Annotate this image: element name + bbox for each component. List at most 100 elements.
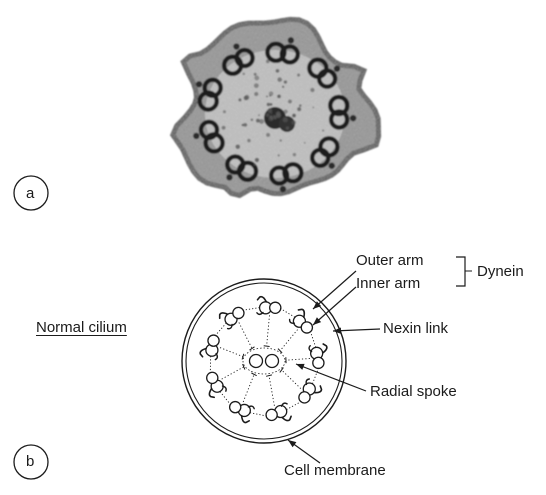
micrograph-speck — [238, 98, 241, 101]
micrograph-speck — [277, 113, 279, 115]
inner-dynein-arm — [309, 346, 312, 352]
micrograph-speck — [254, 83, 259, 88]
pointer-cell-membrane-head — [288, 440, 296, 447]
inner-dynein-arm — [257, 313, 263, 315]
radial-spoke — [267, 315, 270, 346]
radial-spoke — [243, 374, 254, 402]
micrograph-speck — [292, 114, 296, 118]
radial-spoke — [220, 348, 243, 357]
pointer-outer-arm — [313, 271, 356, 309]
micrograph-speck — [254, 76, 259, 81]
micrograph-speck — [322, 129, 324, 131]
micrograph-speck — [266, 113, 270, 117]
micrograph-speck — [273, 115, 275, 117]
micrograph-speck — [222, 126, 226, 130]
micrograph-speck — [299, 104, 302, 107]
micrograph-speck — [244, 96, 249, 101]
micrograph-speck — [278, 154, 280, 156]
micrograph-speck — [235, 144, 240, 149]
micrograph-speck — [254, 164, 256, 166]
micrograph-speck — [310, 88, 314, 92]
inner-dynein-arm — [282, 403, 288, 406]
outer-dynein-arm — [258, 297, 267, 302]
radial-spoke — [222, 367, 244, 379]
radial-spoke — [282, 370, 301, 389]
micrograph-speck — [293, 153, 296, 156]
pointer-radial-spoke-head — [296, 364, 305, 370]
panel-b-letter: b — [26, 454, 34, 469]
label-cell-membrane: Cell membrane — [284, 463, 386, 478]
spoke-head — [278, 349, 282, 353]
micrograph-arm — [288, 37, 294, 43]
dynein-bracket — [456, 257, 465, 286]
micrograph-speck — [277, 94, 281, 98]
label-nexin-link: Nexin link — [383, 321, 448, 336]
micrograph-speck — [258, 114, 260, 116]
micrograph-speck — [297, 74, 300, 77]
spoke-head — [264, 346, 270, 347]
micrograph-speck — [304, 142, 306, 144]
micrograph-speck — [266, 133, 270, 137]
cilium-schematic — [182, 279, 346, 443]
radial-spoke — [239, 323, 252, 349]
doublet-b-tubule — [266, 409, 277, 420]
micrograph-speck — [242, 72, 245, 75]
central-microtubule — [266, 355, 279, 368]
radial-spoke — [269, 376, 274, 406]
micrograph-speck — [267, 103, 270, 106]
label-radial-spoke: Radial spoke — [370, 384, 457, 399]
micrograph-speck — [223, 110, 226, 113]
micrograph-speck — [266, 60, 270, 64]
panel-a-letter: a — [26, 186, 34, 201]
caption-normal-cilium: Normal cilium — [36, 320, 127, 335]
micrograph-speck — [288, 100, 292, 104]
micrograph-speck — [267, 108, 272, 113]
micrograph-speck — [270, 117, 272, 119]
doublet-b-tubule — [230, 402, 241, 413]
micrograph-speck — [282, 86, 284, 88]
micrograph-speck — [259, 119, 264, 124]
micrograph-arm — [226, 174, 232, 180]
outer-dynein-arm — [200, 349, 206, 357]
micrograph-speck — [251, 119, 254, 122]
micrograph-speck — [277, 77, 282, 82]
label-dynein: Dynein — [477, 264, 524, 279]
micrograph-cross-section — [173, 19, 379, 195]
micrograph-speck — [269, 95, 271, 97]
micrograph-speck — [280, 139, 282, 141]
micrograph-speck — [283, 109, 287, 113]
radial-spoke — [280, 330, 298, 351]
radial-spoke — [286, 359, 310, 361]
micrograph-speck — [243, 123, 247, 127]
spoke-head — [266, 375, 272, 376]
micrograph-arm — [196, 81, 202, 87]
micrograph-arm — [233, 43, 239, 49]
micrograph-speck — [266, 95, 268, 97]
micrograph-speck — [247, 139, 251, 143]
nexin-link — [215, 321, 228, 336]
nexin-link — [310, 331, 316, 349]
micrograph-arm — [350, 115, 356, 121]
micrograph-speck — [286, 126, 289, 129]
micrograph-speck — [312, 107, 314, 109]
label-inner-arm: Inner arm — [356, 276, 420, 291]
micrograph-speck — [276, 69, 280, 73]
micrograph-speck — [283, 117, 288, 122]
label-outer-arm: Outer arm — [356, 253, 424, 268]
micrograph-speck — [291, 120, 296, 125]
micrograph-arm — [280, 186, 286, 192]
micrograph-speck — [254, 92, 258, 96]
central-microtubule — [250, 355, 263, 368]
nexin-link — [243, 307, 262, 310]
nexin-link — [248, 412, 267, 416]
doublet-b-tubule — [313, 357, 324, 368]
micrograph-speck — [254, 73, 257, 76]
micrograph-speck — [256, 119, 260, 123]
micrograph-speck — [255, 158, 259, 162]
micrograph-speck — [297, 107, 301, 111]
micrograph-arm — [329, 163, 335, 169]
spoke-head — [251, 373, 256, 376]
nexin-link — [280, 308, 297, 318]
